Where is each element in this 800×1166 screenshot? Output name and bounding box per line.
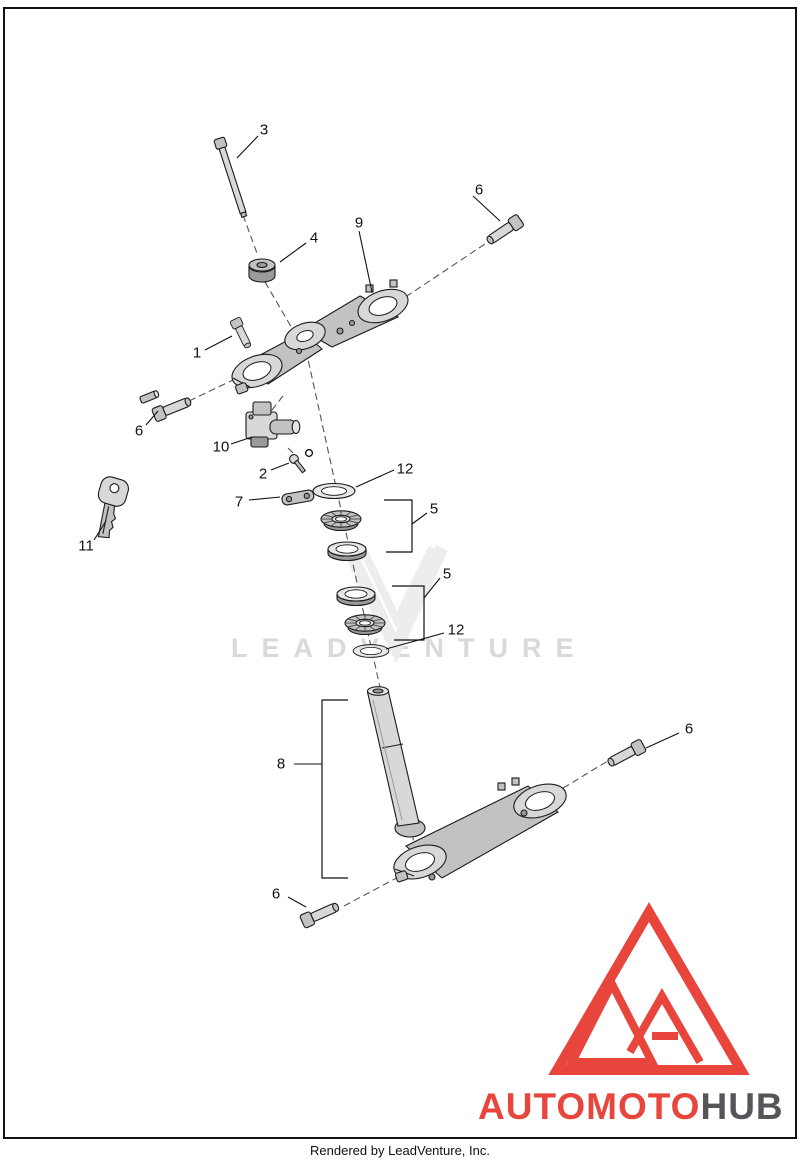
hex-bolt-right xyxy=(604,738,648,771)
ignition-key xyxy=(97,476,130,539)
clamp-pinch-bolt xyxy=(229,316,254,351)
callout-2: 2 xyxy=(258,465,268,483)
callout-11: 11 xyxy=(78,537,94,555)
stem-nut xyxy=(248,258,276,283)
lower-triple-clamp xyxy=(366,686,567,883)
logo-text-secondary: HUB xyxy=(700,1086,784,1127)
leadventure-watermark-logo xyxy=(346,545,448,664)
callout-1: 1 xyxy=(192,344,202,362)
bearing-race-lower xyxy=(336,586,376,607)
callout-6d: 6 xyxy=(271,885,281,903)
logo-text-primary: AUTOMOTO xyxy=(478,1086,701,1127)
bearing-upper xyxy=(320,510,362,532)
stem-bolt xyxy=(213,136,248,218)
callout-6b: 6 xyxy=(134,422,144,440)
bearing-race-upper xyxy=(327,541,367,562)
callout-7: 7 xyxy=(234,493,244,511)
automotohub-logo-text: AUTOMOTOHUB xyxy=(478,1086,784,1128)
callout-5b: 5 xyxy=(442,565,452,583)
callout-6c: 6 xyxy=(684,720,694,738)
lock-screw xyxy=(289,448,314,474)
hex-bolt-top-right xyxy=(483,213,525,248)
bearing-lower xyxy=(344,614,386,636)
dust-shield-upper xyxy=(312,482,356,500)
callout-leader-lines xyxy=(93,135,680,908)
callout-5a: 5 xyxy=(429,500,439,518)
page-border xyxy=(3,7,797,1139)
callout-9: 9 xyxy=(354,214,364,232)
hex-bolt-bottom-left xyxy=(298,899,342,930)
group-brackets xyxy=(321,499,425,879)
callout-12b: 12 xyxy=(447,621,465,639)
fork-lock xyxy=(245,401,301,448)
hex-bolt-left xyxy=(150,393,194,423)
callout-10: 10 xyxy=(212,438,230,456)
upper-triple-clamp xyxy=(231,279,409,395)
dust-shield-lower xyxy=(352,644,390,658)
callout-4: 4 xyxy=(309,229,319,247)
callout-8: 8 xyxy=(276,755,286,773)
render-credit: Rendered by LeadVenture, Inc. xyxy=(310,1143,490,1158)
callout-12a: 12 xyxy=(396,460,414,478)
lock-clamp-plate xyxy=(281,489,315,506)
automotohub-logo-mark xyxy=(548,902,750,1075)
dowel-pin xyxy=(139,390,160,404)
callout-6a: 6 xyxy=(474,181,484,199)
callout-3: 3 xyxy=(259,121,269,139)
